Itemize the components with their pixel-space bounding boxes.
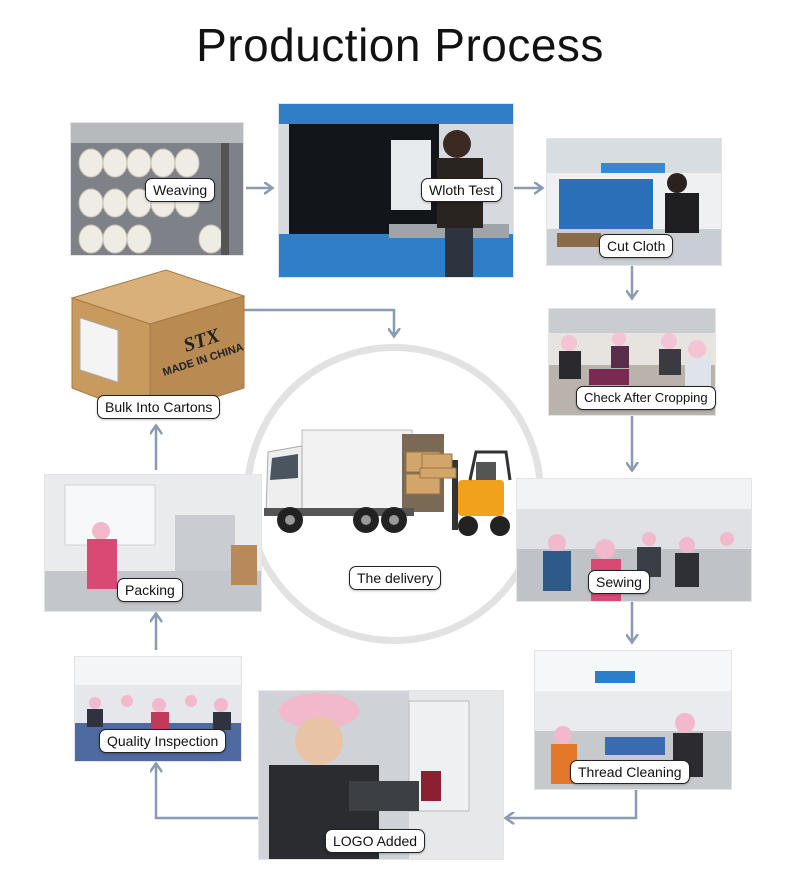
packing-label: Packing: [117, 578, 183, 602]
cloth-test-label: Wloth Test: [421, 178, 502, 202]
bulk-into-cartons-label: Bulk Into Cartons: [97, 395, 220, 419]
thread-cleaning-label: Thread Cleaning: [570, 760, 690, 784]
check-after-cropping-label: Check After Cropping: [576, 386, 716, 410]
logo-added-label: LOGO Added: [325, 829, 425, 853]
cut-cloth-label: Cut Cloth: [599, 234, 673, 258]
quality-inspection-label: Quality Inspection: [99, 729, 226, 753]
sewing-label: Sewing: [588, 570, 650, 594]
arrow-logo-to-quality: [156, 766, 258, 818]
delivery-truck-forklift-image: [262, 422, 526, 546]
arrow-thread-to-logo: [508, 790, 636, 818]
weaving-label: Weaving: [145, 178, 215, 202]
delivery-label: The delivery: [349, 566, 441, 590]
arrow-bulk-to-delivery: [242, 310, 394, 334]
